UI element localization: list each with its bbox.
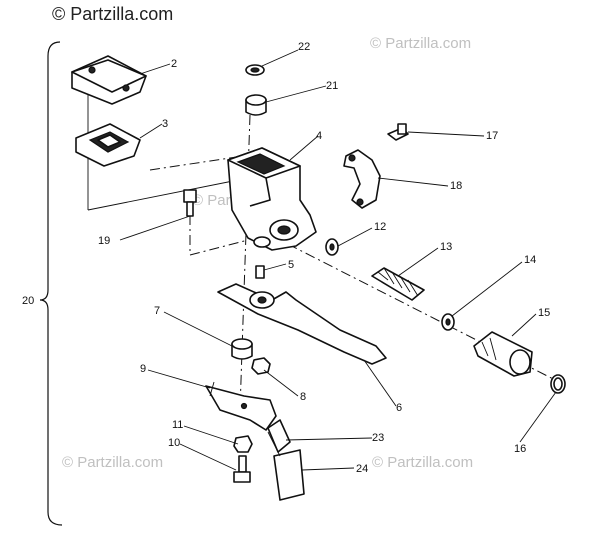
part-bracket bbox=[205, 381, 277, 431]
callout-3: 3 bbox=[162, 118, 168, 130]
part-master-cylinder bbox=[227, 147, 317, 251]
part-clamp bbox=[343, 149, 381, 209]
part-switch-tag bbox=[267, 431, 305, 501]
part-snap-ring bbox=[550, 374, 566, 394]
callout-13: 13 bbox=[440, 241, 452, 253]
leader-lines bbox=[119, 49, 557, 471]
part-spring bbox=[371, 267, 425, 301]
callout-15: 15 bbox=[538, 307, 550, 319]
callout-2: 2 bbox=[171, 58, 177, 70]
callout-4: 4 bbox=[316, 130, 322, 142]
callout-17: 17 bbox=[486, 130, 498, 142]
part-washer bbox=[325, 238, 339, 256]
callout-21: 21 bbox=[326, 80, 338, 92]
watermark-top-right: © Partzilla.com bbox=[370, 35, 471, 52]
assembly-bracket bbox=[39, 41, 63, 526]
watermark-bottom-left: © Partzilla.com bbox=[62, 454, 163, 471]
callout-24: 24 bbox=[356, 463, 368, 475]
watermark-top-left: © Partzilla.com bbox=[52, 4, 173, 24]
part-screw-2 bbox=[233, 455, 251, 483]
part-cap bbox=[245, 64, 265, 76]
part-collar bbox=[231, 338, 253, 360]
part-bushing bbox=[245, 94, 267, 116]
callout-14: 14 bbox=[524, 254, 536, 266]
callout-5: 5 bbox=[288, 259, 294, 271]
frame-line-bottom bbox=[87, 179, 239, 211]
callout-12: 12 bbox=[374, 221, 386, 233]
part-switch bbox=[267, 419, 291, 453]
part-diaphragm bbox=[75, 123, 141, 167]
part-reservoir-cover bbox=[71, 55, 147, 105]
callout-23: 23 bbox=[372, 432, 384, 444]
part-nut bbox=[251, 357, 271, 375]
callout-16: 16 bbox=[514, 443, 526, 455]
part-pin bbox=[255, 265, 265, 279]
callout-19: 19 bbox=[98, 235, 110, 247]
part-piston bbox=[473, 331, 533, 377]
callout-20: 20 bbox=[22, 295, 34, 307]
callout-8: 8 bbox=[300, 391, 306, 403]
centerline-bolt bbox=[189, 239, 249, 256]
callout-11: 11 bbox=[172, 419, 183, 431]
part-washer-2 bbox=[441, 313, 455, 331]
part-lever bbox=[217, 283, 387, 365]
callout-22: 22 bbox=[298, 41, 310, 53]
part-bolt bbox=[183, 189, 197, 217]
part-nut-2 bbox=[233, 435, 253, 453]
callout-6: 6 bbox=[396, 402, 402, 414]
callout-9: 9 bbox=[140, 363, 146, 375]
callout-7: 7 bbox=[154, 305, 160, 317]
callout-18: 18 bbox=[450, 180, 462, 192]
part-screw bbox=[387, 123, 409, 141]
callout-10: 10 bbox=[168, 437, 180, 449]
watermark-bottom-right: © Partzilla.com bbox=[372, 454, 473, 471]
